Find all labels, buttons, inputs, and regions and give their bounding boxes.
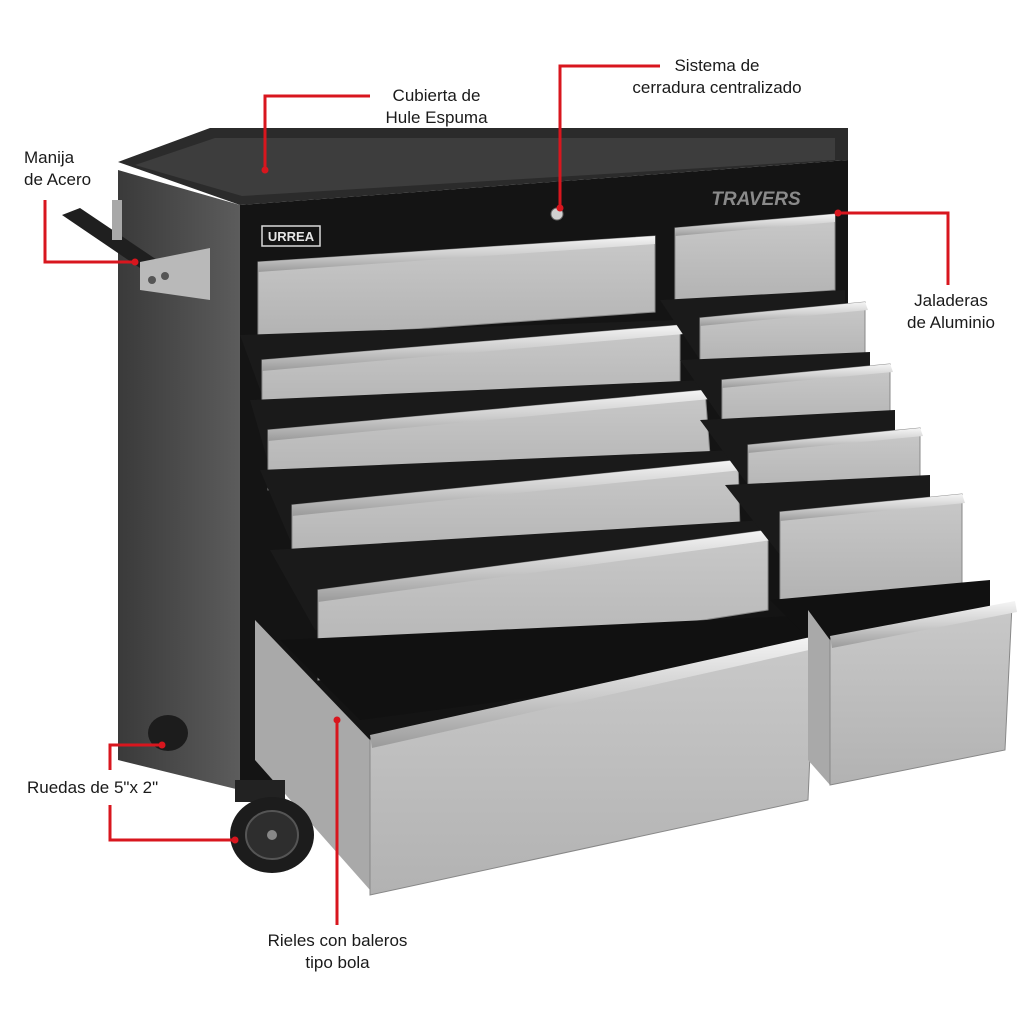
caster-wheel [230,780,314,873]
urrea-logo: URREA [268,229,315,244]
callout-line-lock [558,64,660,208]
label-wheels: Ruedas de 5"x 2" [27,778,159,797]
drawer[interactable] [770,580,1017,786]
callout-line-handle [43,200,135,264]
drawer[interactable] [680,352,893,433]
right-drawers [660,213,1017,786]
aluminum-pull [748,428,923,453]
aluminum-pull [830,601,1017,648]
label-ball-bearing-rails: Rieles con baleros tipo bola [267,931,408,972]
aluminum-pull [268,390,710,441]
steel-handle [62,200,210,300]
aluminum-pull [700,302,868,326]
left-drawers [240,235,818,896]
travers-logo: TRAVERS [711,189,801,210]
callout-line-wheels-bottom [108,805,235,842]
aluminum-pull [780,494,965,521]
drawer[interactable] [660,290,868,369]
drawer[interactable] [260,450,742,569]
aluminum-pull [262,325,684,371]
callout-line-pulls [838,211,950,285]
aluminum-pull [258,236,655,272]
aluminum-pull [318,530,772,602]
aluminum-pull [675,214,835,236]
label-aluminum-pulls: Jaladeras de Aluminio [907,291,995,332]
drawer[interactable] [674,213,836,305]
urrea-logo-plate [261,225,321,247]
label-handle: Manija de Acero [24,148,92,189]
drawer[interactable] [257,235,656,341]
drawer[interactable] [240,320,684,419]
caster-wheel-rear [148,715,188,751]
aluminum-pull [370,636,818,748]
label-lock-system: Sistema de cerradura centralizado [632,56,802,97]
callout-line-top-cover [263,94,370,170]
drawer[interactable] [250,380,711,491]
cabinet-side-panel [118,170,240,790]
aluminum-pull [292,460,742,516]
callout-line-wheels-top [108,743,162,770]
drawer[interactable] [725,475,965,603]
drawer[interactable] [255,615,818,896]
callout-lines [43,64,950,925]
aluminum-pull [722,364,893,388]
label-top-cover: Cubierta de Hule Espuma [385,86,488,127]
